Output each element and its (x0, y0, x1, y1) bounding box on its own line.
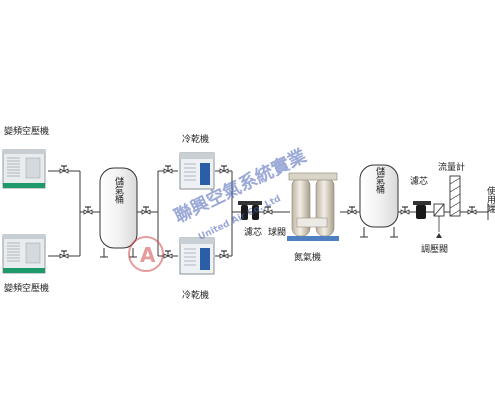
filter2-label: 濾芯 (410, 175, 428, 187)
valve-icon (58, 250, 70, 259)
filter1-label: 濾芯 (244, 226, 262, 238)
dryer-top (179, 152, 215, 190)
ball-valve-label: 球閥 (268, 226, 286, 238)
valve-icon (466, 206, 478, 215)
end-point-label: 使用端 (485, 185, 495, 214)
tank2-label: 儲氣桶 (374, 165, 385, 194)
compressor-bottom (2, 234, 46, 274)
dryer-bottom (179, 237, 215, 275)
valve-icon (346, 206, 358, 215)
valve-icon (140, 206, 152, 215)
valve-icon (399, 206, 411, 215)
compressor-top-label: 變頻空壓機 (4, 125, 49, 137)
air-tank-2 (359, 164, 399, 238)
dryer-top-label: 冷乾機 (182, 133, 209, 145)
filter-1 (238, 201, 262, 220)
watermark-logo-letter: A (140, 243, 156, 267)
valve-icon (82, 206, 94, 215)
compressor-bottom-label: 變頻空壓機 (4, 282, 49, 294)
valve-icon (218, 165, 230, 174)
watermark: A 聯興空氣系統實業 United Air Co.,Ltd (128, 144, 311, 272)
valve-icon (218, 250, 230, 259)
valve-icon (162, 165, 174, 174)
compressor-top (2, 149, 46, 189)
dryer-bottom-label: 冷乾機 (182, 289, 209, 301)
valve-icon (58, 165, 70, 174)
valve-icon (162, 250, 174, 259)
regulator-label: 調壓閥 (421, 243, 448, 255)
regulator (433, 203, 445, 238)
flowmeter (449, 175, 461, 217)
air-tank-1 (99, 167, 138, 258)
filter-2 (413, 201, 431, 219)
tank1-label: 儲氣桶 (113, 175, 124, 204)
nitrogen-generator (287, 172, 339, 241)
nitrogen-label: 氮氣機 (294, 251, 321, 263)
flowmeter-label: 流量計 (438, 161, 465, 173)
watermark-logo-circle (128, 236, 164, 272)
